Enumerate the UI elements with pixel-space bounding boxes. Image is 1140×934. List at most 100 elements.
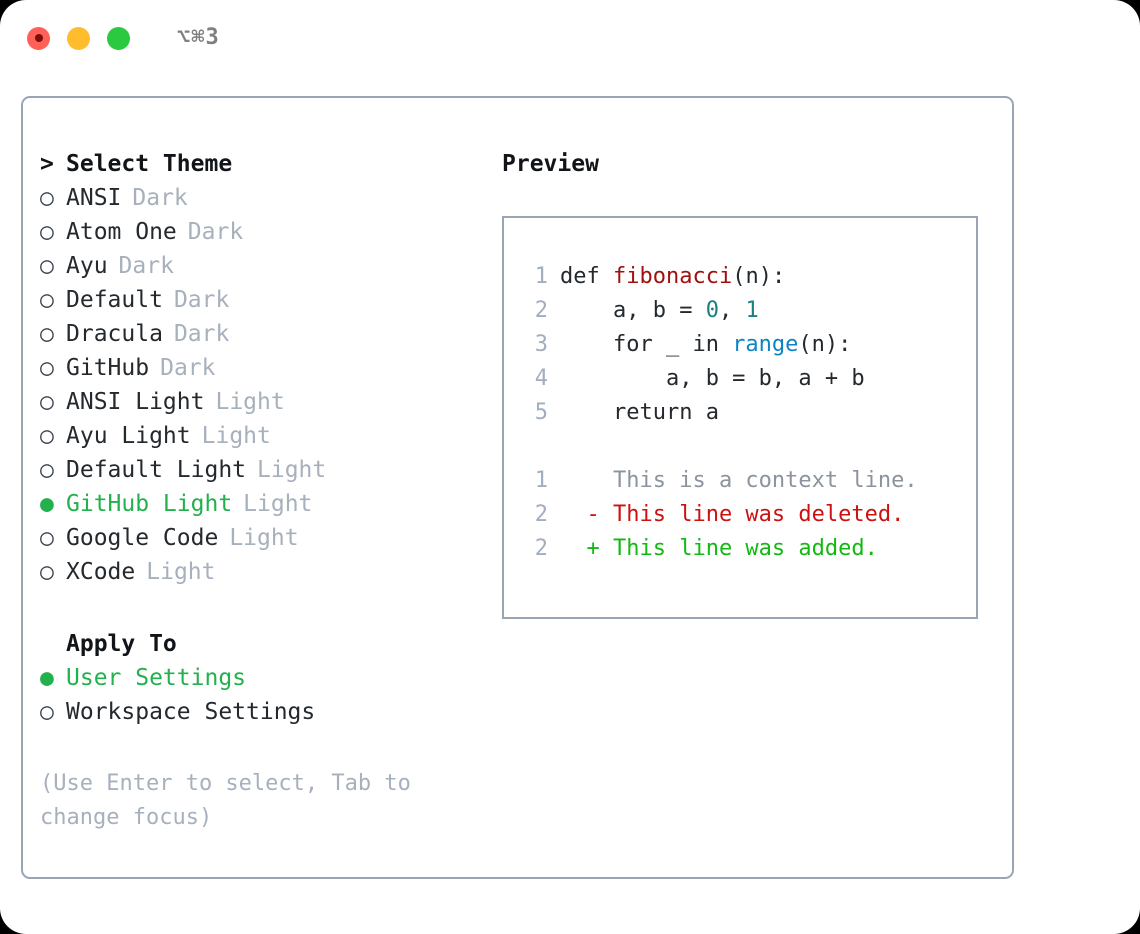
- line-number: 2: [534, 502, 548, 527]
- code-token: a, b =: [560, 298, 706, 323]
- theme-list-item[interactable]: ○ Dracula Dark: [40, 321, 490, 355]
- code-token: fibonacci: [612, 264, 733, 289]
- theme-list-item[interactable]: ○ Default Light Light: [40, 457, 490, 491]
- diff-text: This is a context line.: [612, 468, 918, 493]
- title-bar: ⌥⌘3: [0, 0, 1140, 76]
- radio-unselected-icon: ○: [40, 423, 54, 449]
- apply-to-name: User Settings: [66, 665, 247, 691]
- apply-to-heading: > Apply To: [40, 631, 490, 665]
- theme-variant: Light: [215, 389, 285, 415]
- theme-variant: Dark: [173, 321, 230, 347]
- theme-list-item[interactable]: ○ ANSI Dark: [40, 185, 490, 219]
- line-number: 5: [534, 400, 548, 425]
- radio-unselected-icon: ○: [40, 253, 54, 279]
- apply-to-name: Workspace Settings: [66, 699, 316, 725]
- theme-list-item[interactable]: ○ XCode Light: [40, 559, 490, 593]
- apply-to-item[interactable]: ● User Settings: [40, 665, 490, 699]
- code-line: 2 a, b = 0, 1: [518, 298, 976, 332]
- code-token: 1: [745, 298, 759, 323]
- radio-unselected-icon: ○: [40, 321, 54, 347]
- radio-unselected-icon: ○: [40, 559, 54, 585]
- theme-list-item[interactable]: ● GitHub Light Light: [40, 491, 490, 525]
- caret-icon: >: [40, 151, 54, 177]
- theme-name: Default Light: [66, 457, 247, 483]
- theme-name: XCode: [66, 559, 136, 585]
- theme-variant: Dark: [173, 287, 230, 313]
- theme-list-item[interactable]: ○ Default Dark: [40, 287, 490, 321]
- theme-name: Ayu: [66, 253, 108, 279]
- code-line: 4 a, b = b, a + b: [518, 366, 976, 400]
- theme-variant: Dark: [118, 253, 174, 279]
- diff-sample: 1 This is a context line.2 - This line w…: [518, 468, 976, 570]
- theme-variant: Dark: [132, 185, 188, 211]
- code-token: ,: [718, 298, 746, 323]
- theme-variant: Light: [243, 491, 313, 517]
- radio-unselected-icon: ○: [40, 219, 54, 245]
- code-token: a, b = b, a + b: [560, 366, 865, 391]
- radio-unselected-icon: ○: [40, 355, 54, 381]
- theme-name: GitHub: [66, 355, 150, 381]
- theme-list-item[interactable]: ○ Ayu Light Light: [40, 423, 490, 457]
- diff-text: This line was added.: [612, 536, 878, 561]
- diff-text: This line was deleted.: [612, 502, 905, 527]
- select-theme-heading: > Select Theme: [40, 151, 490, 185]
- radio-unselected-icon: ○: [40, 525, 54, 551]
- line-number: 3: [534, 332, 548, 357]
- theme-name: Default: [66, 287, 163, 313]
- window-controls: [27, 26, 130, 50]
- line-number: 2: [534, 298, 548, 323]
- theme-variant: Light: [201, 423, 271, 449]
- diff-sign: +: [560, 536, 613, 561]
- apply-to-list: ● User Settings ○ Workspace Settings: [40, 665, 490, 733]
- radio-unselected-icon: ○: [40, 287, 54, 313]
- code-line: 3 for _ in range(n):: [518, 332, 976, 366]
- code-token: 0: [705, 298, 719, 323]
- diff-line: 2 - This line was deleted.: [518, 502, 976, 536]
- radio-unselected-icon: ○: [40, 185, 54, 211]
- theme-list-item[interactable]: ○ Ayu Dark: [40, 253, 490, 287]
- line-number: 2: [534, 536, 548, 561]
- radio-unselected-icon: ○: [40, 699, 54, 725]
- line-number: 1: [534, 468, 548, 493]
- theme-name: Dracula: [66, 321, 163, 347]
- apply-to-item[interactable]: ○ Workspace Settings: [40, 699, 490, 733]
- radio-unselected-icon: ○: [40, 389, 54, 415]
- code-token: return a: [560, 400, 719, 425]
- theme-variant: Dark: [187, 219, 244, 245]
- theme-variant: Light: [146, 559, 216, 585]
- keyboard-hint-text: (Use Enter to select, Tab to change focu…: [40, 771, 425, 831]
- radio-unselected-icon: ○: [40, 457, 54, 483]
- keyboard-shortcut-label: ⌥⌘3: [177, 25, 220, 50]
- code-token: (n):: [798, 332, 852, 357]
- theme-list-item[interactable]: ○ GitHub Dark: [40, 355, 490, 389]
- theme-variant: Light: [257, 457, 327, 483]
- maximize-window-button[interactable]: [107, 26, 130, 50]
- code-token: (n):: [732, 264, 786, 289]
- diff-line: 1 This is a context line.: [518, 468, 976, 502]
- theme-name: Ayu Light: [66, 423, 191, 449]
- code-line: 1 def fibonacci(n):: [518, 264, 976, 298]
- diff-sign: [560, 468, 613, 493]
- line-number: 4: [534, 366, 548, 391]
- minimize-window-button[interactable]: [67, 26, 90, 50]
- theme-name: ANSI Light: [66, 389, 205, 415]
- code-token: for _ in: [560, 332, 733, 357]
- diff-line: 2 + This line was added.: [518, 536, 976, 570]
- theme-name: ANSI: [66, 185, 122, 211]
- line-number: 1: [534, 264, 548, 289]
- theme-name: GitHub Light: [66, 491, 233, 517]
- theme-variant: Dark: [160, 355, 216, 381]
- diff-sign: -: [560, 502, 613, 527]
- code-token: def: [560, 264, 613, 289]
- theme-list-item[interactable]: ○ ANSI Light Light: [40, 389, 490, 423]
- radio-selected-icon: ●: [40, 491, 54, 517]
- theme-variant: Light: [229, 525, 299, 551]
- close-window-button[interactable]: [27, 26, 50, 50]
- radio-selected-icon: ●: [40, 665, 54, 691]
